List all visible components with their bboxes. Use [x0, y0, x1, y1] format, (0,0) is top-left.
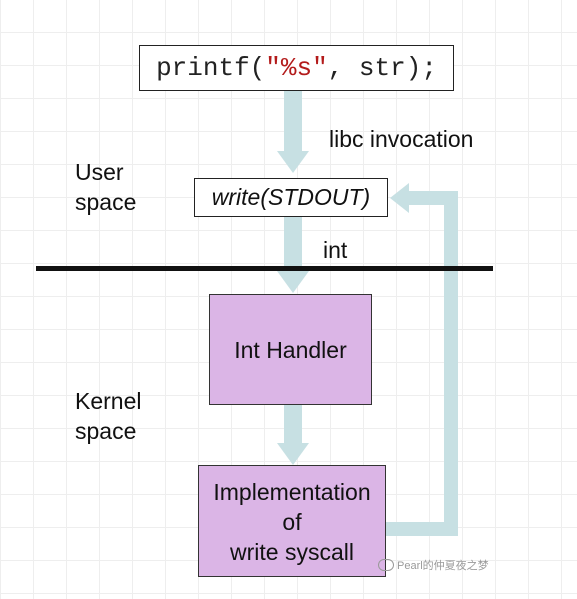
- int-handler-box: Int Handler: [209, 294, 372, 405]
- user-space-label: User space: [75, 157, 136, 217]
- code-suffix: , str);: [327, 53, 437, 83]
- wechat-icon: [378, 559, 394, 571]
- user-kernel-divider: [36, 266, 493, 271]
- printf-call-box: printf("%s", str);: [139, 45, 454, 91]
- kernel-space-label: Kernel space: [75, 386, 141, 446]
- int-label: int: [323, 237, 348, 263]
- libc-invocation-label: libc invocation: [329, 126, 474, 152]
- watermark: Pearl的仲夏夜之梦: [378, 557, 489, 573]
- kernel-space-line2: space: [75, 418, 137, 444]
- kernel-space-line1: Kernel: [75, 388, 142, 414]
- watermark-text: Pearl的仲夏夜之梦: [397, 560, 489, 572]
- arrow-dispatch-shaft: [284, 405, 302, 445]
- impl-line1: Implementation: [213, 479, 371, 505]
- user-space-line1: User: [75, 159, 124, 185]
- write-stdout-box: write(STDOUT): [194, 178, 388, 217]
- arrow-libc-head: [277, 151, 309, 173]
- code-string-literal: "%s": [265, 53, 328, 83]
- arrow-libc-shaft: [284, 91, 302, 151]
- code-prefix: printf(: [156, 53, 266, 83]
- impl-line2: of: [282, 509, 302, 535]
- arrow-int-shaft: [284, 217, 302, 271]
- return-arrow: [386, 183, 458, 536]
- impl-line3: write syscall: [230, 539, 354, 565]
- arrow-int-head: [277, 271, 309, 293]
- user-space-line2: space: [75, 189, 137, 215]
- write-syscall-implementation-box: Implementation of write syscall: [198, 465, 386, 577]
- arrow-dispatch-head: [277, 443, 309, 465]
